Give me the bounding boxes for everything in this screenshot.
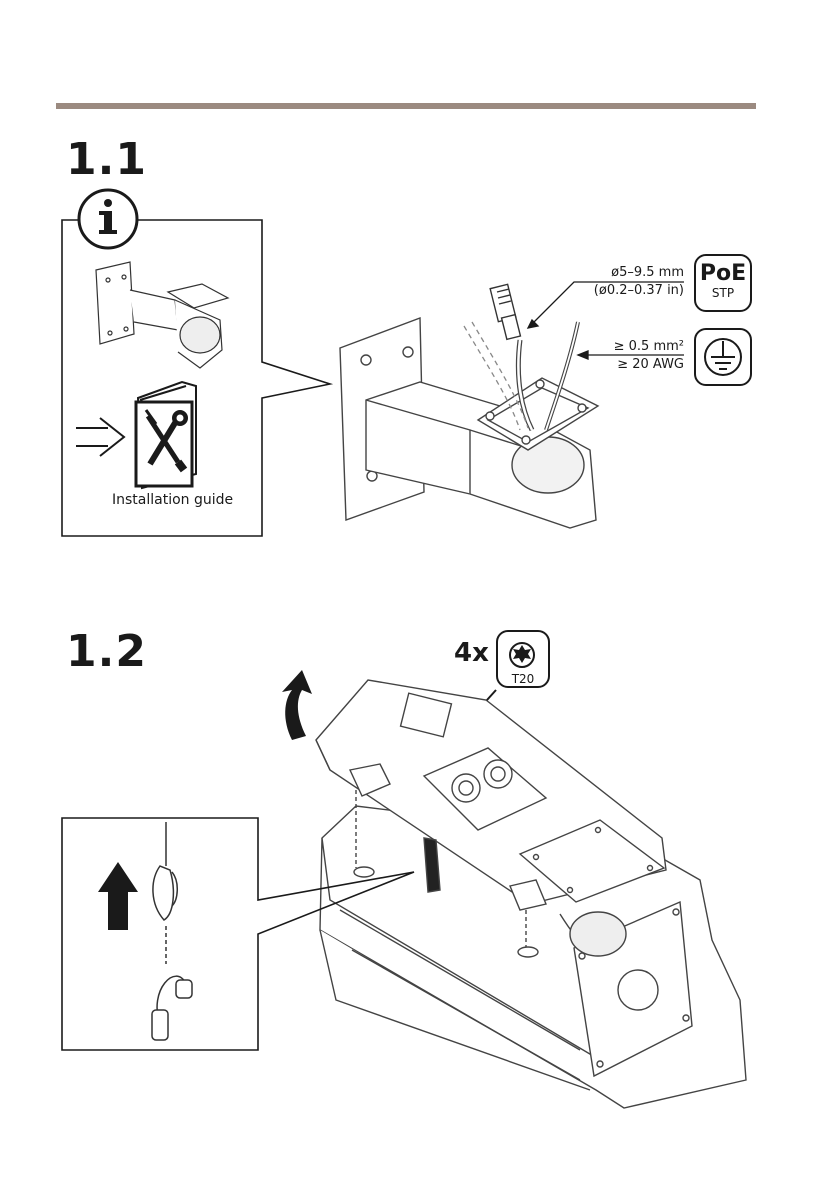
tools-booklet-icon <box>136 382 196 488</box>
small-mount-illustration <box>96 262 228 368</box>
poe-stp-badge: PoE STP <box>694 254 752 312</box>
wall-mount-illustration <box>340 318 598 528</box>
torx-t20-badge: T20 <box>496 630 550 688</box>
step-number-1-2: 1.2 <box>66 630 147 674</box>
ground-wire-awg: ≥ 20 AWG <box>588 356 684 374</box>
poe-badge-sub: STP <box>696 286 750 300</box>
cable-diameter-in: (ø0.2–0.37 in) <box>568 282 684 300</box>
cable-diameter-callout: ø5–9.5 mm (ø0.2–0.37 in) <box>568 264 684 300</box>
info-icon <box>79 190 137 248</box>
screw-count: 4x <box>454 638 489 668</box>
right-arrow-icon <box>76 418 124 456</box>
cable-diameter-mm: ø5–9.5 mm <box>568 264 684 282</box>
ground-wire-mm2: ≥ 0.5 mm² <box>588 338 684 356</box>
ground-badge <box>694 328 752 386</box>
poe-badge-title: PoE <box>696 262 750 286</box>
info-panel-frame <box>62 220 330 536</box>
rj45-connector <box>490 284 520 339</box>
installation-guide-label: Installation guide <box>112 492 233 508</box>
ground-wire-callout: ≥ 0.5 mm² ≥ 20 AWG <box>588 338 684 374</box>
up-arrow-icon <box>98 862 138 930</box>
camera-housing-illustration <box>316 680 746 1108</box>
curved-up-arrow-icon <box>282 670 312 740</box>
lanyard-detail <box>152 822 192 1040</box>
torx-badge-label: T20 <box>498 672 548 686</box>
